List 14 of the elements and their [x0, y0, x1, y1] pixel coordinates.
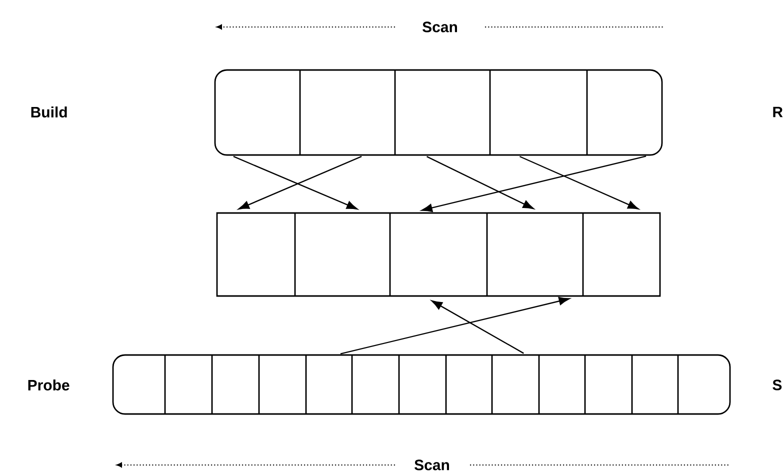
table-label: Probe	[28, 379, 70, 390]
arrow	[520, 156, 639, 210]
scan-label: Scan	[422, 22, 457, 32]
arrow	[431, 300, 524, 354]
table-label: R	[773, 106, 783, 118]
arrow	[426, 156, 534, 210]
table-box	[214, 69, 663, 156]
arrow	[340, 297, 570, 354]
table-box	[112, 354, 731, 415]
table-label: S	[772, 380, 782, 390]
table-box	[216, 212, 661, 297]
table-label: Build	[31, 106, 67, 118]
arrow	[421, 156, 646, 212]
scan-label: Scan	[414, 460, 449, 470]
